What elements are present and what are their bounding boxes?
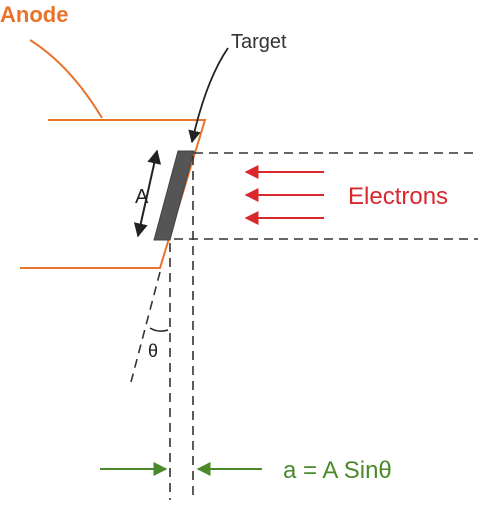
formula-label: a = A Sinθ bbox=[283, 457, 392, 484]
target-pointer-arrow bbox=[188, 47, 229, 144]
anode-face-extension bbox=[130, 271, 161, 383]
theta-label: θ bbox=[148, 341, 158, 361]
target-label: Target bbox=[231, 31, 287, 53]
dimension-a-label: A bbox=[135, 186, 149, 208]
target-block bbox=[153, 150, 195, 241]
electrons-label: Electrons bbox=[348, 183, 448, 210]
dimension-a-arrow bbox=[133, 149, 162, 238]
anode-leader-line bbox=[29, 39, 103, 119]
anode-label: Anode bbox=[0, 2, 68, 27]
angle-theta-arc bbox=[149, 327, 169, 332]
